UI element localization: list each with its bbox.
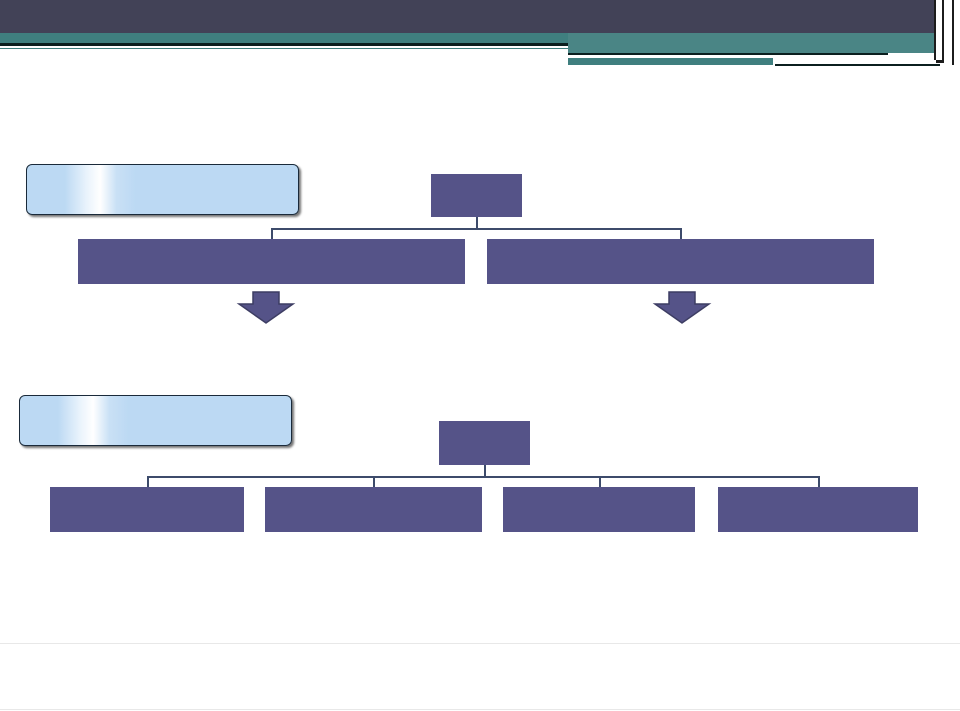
section-1-child-box: [487, 239, 874, 284]
header-accent-block: [568, 33, 934, 53]
section-2-child-box: [503, 487, 695, 532]
header-rule-thin: [0, 48, 568, 49]
header-vertical-gap: [938, 0, 941, 62]
header-vertical-bar: [942, 0, 944, 60]
section-2-child-box: [50, 487, 244, 532]
down-arrow-icon: [652, 291, 712, 324]
section-2-label-box: [19, 395, 292, 446]
section-1-label-box: [26, 164, 299, 215]
connector-line: [147, 476, 149, 487]
connector-line: [599, 476, 601, 487]
header-strip-thin: [775, 64, 940, 66]
header-corner-mark: [936, 60, 944, 63]
connector-line: [818, 476, 820, 487]
connector-line: [147, 476, 820, 478]
header-rule: [0, 43, 568, 46]
connector-line: [271, 228, 273, 239]
header-accent-bar: [0, 33, 568, 43]
connector-line: [373, 476, 375, 487]
section-2-child-box: [718, 487, 918, 532]
header-vertical-bar: [952, 0, 954, 65]
footer-divider: [0, 643, 960, 644]
connector-line: [271, 228, 682, 230]
connector-line: [680, 228, 682, 239]
header-strip: [568, 53, 888, 55]
connector-line: [484, 465, 486, 477]
down-arrow-icon: [236, 291, 296, 324]
header-strip-teal: [568, 58, 773, 65]
section-2-child-box: [265, 487, 482, 532]
header-banner: [0, 0, 934, 33]
footer-divider: [0, 709, 960, 710]
section-1-child-box: [78, 239, 465, 284]
section-1-root-box: [431, 174, 522, 217]
connector-line: [476, 217, 478, 229]
header-vertical-bar: [934, 0, 936, 60]
section-2-root-box: [439, 421, 530, 465]
